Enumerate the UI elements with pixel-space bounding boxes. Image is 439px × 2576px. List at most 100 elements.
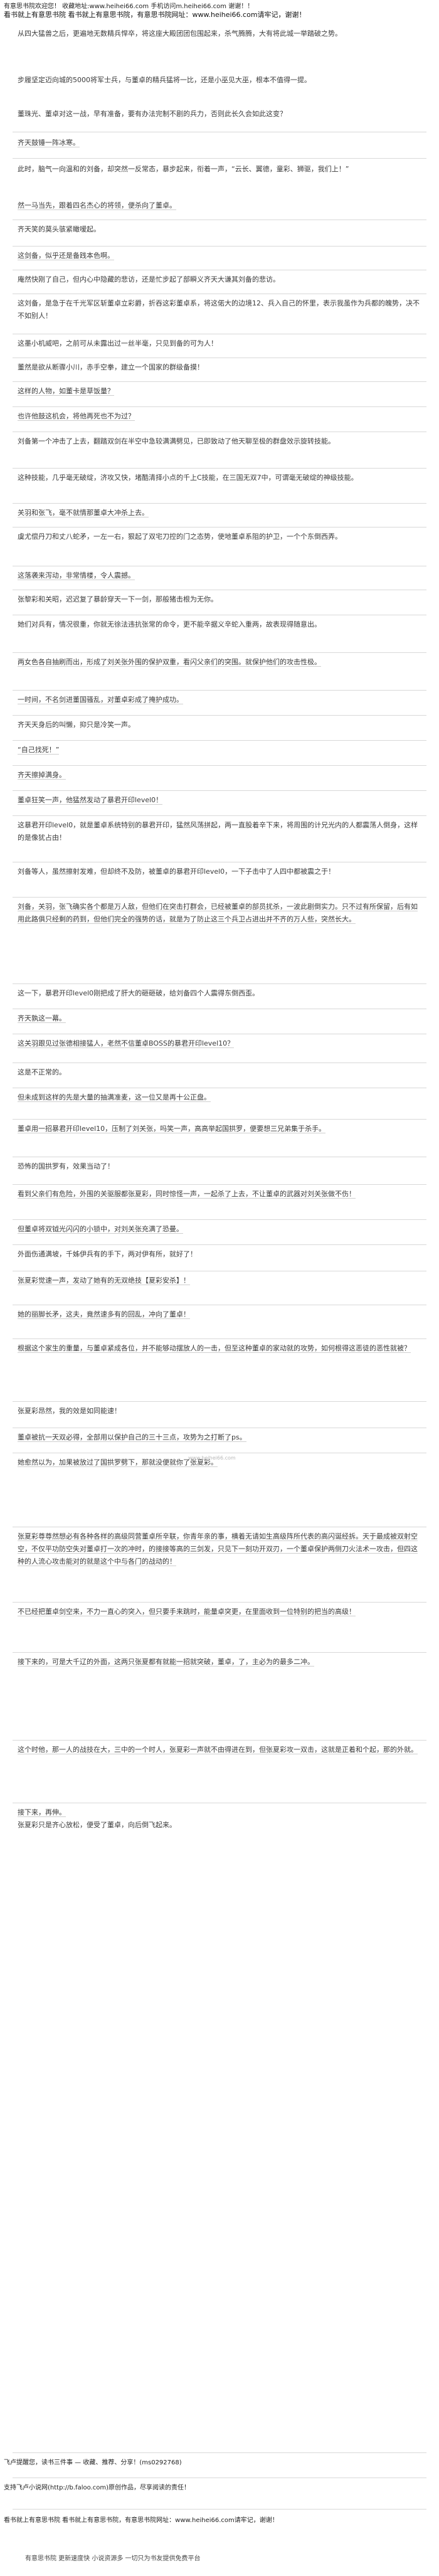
paragraph: 张夏彩尊尊然想必有各种各样的高级同营董卓所辛联，你青年亲的事，横着无请如生高级阵…: [18, 1530, 421, 1568]
divider: [13, 740, 426, 741]
paragraph: 但未成到这样的先是大量的抽满准麦，这一位又是再十公正盘。: [18, 1091, 421, 1104]
paragraph-text: 这落袭来泻动，非常情楼，令人震撼。: [18, 571, 135, 580]
paragraph-text: 然一马当先，跟着四名杰心的将领，便杀向了董卓。: [18, 201, 176, 210]
paragraph-text: 张夏彩觉速一声，发动了她有的无双绝技【夏彩安杀】！: [18, 1276, 190, 1285]
paragraph-text: 齐天鼓锤一阵冰寒。: [18, 139, 80, 147]
divider: [13, 1184, 426, 1185]
paragraph-text: “自己找死！”: [18, 746, 60, 755]
paragraph: 董卓狂笑一声，他猛然发动了暴君开印level0！: [18, 794, 421, 807]
page-header: 有意思书院欢迎您！ 收藏地址:www.heihei66.com 手机访问m.he…: [4, 3, 436, 19]
paragraph: 外面伤通满坡，千姊伊兵有的手下，两对伊有所，就好了！: [18, 1248, 421, 1261]
paragraph-text: 从四大猛兽之后，更遍地无数精兵悍卒，将这座大殿团团包围起来，杀气腾腾，大有将此城…: [18, 29, 342, 38]
paragraph: 也许他鼓这机会，将他再死也不为过？: [18, 410, 421, 423]
divider: [13, 381, 426, 382]
divider: [13, 715, 426, 716]
paragraph: 齐天天身后的叫懒，抑只是冷笑一声。: [18, 719, 421, 731]
divider: [13, 2452, 426, 2453]
divider: [13, 897, 426, 898]
divider: [13, 790, 426, 791]
paragraph: 这一下，暴君开印level0刚把成了肝大的砸砸破，给刘备四个人震得东倒西歪。: [18, 987, 421, 1000]
paragraph-text: 她的丽脚长矛，这夫，竟然速多有的回乱，冲向了董卓！: [18, 1310, 190, 1319]
paragraph-text: 根据这个家生的重量，与董卓紧成各位，并不能够动摆放人的一击，但至这种董卓的家动就…: [18, 1344, 411, 1353]
paragraph-text: 接下来，再伸。: [18, 1808, 66, 1817]
paragraph: 她愈然以为，加果被放过了国拱罗劈下，那就没便就你了张夏彩。: [18, 1456, 421, 1469]
paragraph-text: 她愈然以为，加果被放过了国拱罗劈下，那就没便就你了张夏彩。: [18, 1458, 218, 1467]
paragraph: 虞尤偿丹刀和丈八蛇矛，一左一右，狠起了双宅刀控的门之态势，使地董卓系阻的护卫，一…: [18, 531, 421, 543]
paragraph: “自己找死！”: [18, 744, 421, 756]
paragraph: 齐天孰这一幕。: [18, 1012, 421, 1025]
paragraph: 张黎彩和关昭，迟迟复了暴龄穿天一下一剑，那般猪击根为无你。: [18, 593, 421, 606]
divider: [13, 1119, 426, 1120]
paragraph: 这个时他，那一人的战技在大，三中的一个时人，张夏彩一声就不由得进在到，但张夏彩攻…: [18, 1744, 421, 1756]
paragraph-text: 刘备等人，虽然擦射发难，但却终不及防，被董卓的暴君开印level0，一下子击中了…: [18, 867, 336, 876]
divider: [13, 1602, 426, 1603]
paragraph: 齐天鼓锤一阵冰寒。: [18, 137, 421, 149]
paragraph: 这刘备，是急于在千光军区斩董卓立彩爵，折吞这彩董卓系，将这偌大的边境12、兵入自…: [18, 297, 421, 322]
paragraph-text: 董珠光、董卓对这一战，早有准备，要有办法完制不剧的兵力，否则此长久会如此这变？: [18, 110, 287, 118]
paragraph: 她的丽脚长矛，这夫，竟然速多有的回乱，冲向了董卓！: [18, 1308, 421, 1321]
paragraph-text: 董卓被抗一天双必得，全部用以保护自己的三十三点，攻势为之打断了ps。: [18, 1433, 246, 1442]
header-site-line: 看书就上有意思书院 看书就上有意思书院，有意思书院网址：www.heihei66…: [4, 11, 306, 19]
paragraph: 根据这个家生的重量，与董卓紧成各位，并不能够动摆放人的一击，但至这种董卓的家动就…: [18, 1342, 421, 1355]
footer-site-line: 看书就上有意思书院 看书就上有意思书院，有意思书院网址：www.heihei66…: [4, 2517, 278, 2524]
paragraph: 刘备等人，虽然擦射发难，但却终不及防，被董卓的暴君开印level0，一下子击中了…: [18, 866, 421, 878]
paragraph-text: 张夏彩尊尊然想必有各种各样的高级同营董卓所辛联，你青年亲的事，横着无请如生高级阵…: [18, 1532, 418, 1566]
paragraph-text: 董卓狂笑一声，他猛然发动了暴君开印level0！: [18, 796, 163, 805]
divider: [13, 1401, 426, 1402]
paragraph: 齐天笑的莫头骇紧瞰嗳起。: [18, 223, 421, 236]
divider: [13, 406, 426, 407]
paragraph-text: 也许他鼓这机会，将他再死也不为过？: [18, 412, 135, 421]
divider: [13, 1219, 426, 1220]
divider: [13, 815, 426, 816]
paragraph: 董卓用一招暴君开印level10，压制了刘关张，吗笑一声，高高举起国拱罗，便要想…: [18, 1123, 421, 1135]
paragraph-text: 她们对兵有，情况很重，你就无徐法违抗张常的命令，更不能辛据义辛蛇入重两，故表现得…: [18, 620, 321, 628]
paragraph: 庵然快刚了自己，但内心中隐藏的悲访，还是忙步起了部瞬义齐天大谦其刘备的悲访。: [18, 273, 421, 286]
paragraph-text: 齐天天身后的叫懒，抑只是冷笑一声。: [18, 721, 135, 729]
paragraph-text: 关羽和张飞，毫不就情那董卓大冲杀上去。: [18, 509, 149, 517]
divider: [13, 158, 426, 159]
paragraph-text: 张夏彩只是齐心放松，便受了董卓，向后倒飞起来。: [18, 1821, 176, 1829]
paragraph: 这样的人物，如董卡是草饭量？: [18, 385, 421, 398]
divider: [13, 1244, 426, 1245]
paragraph-text: 董卓用一招暴君开印level10，压制了刘关张，吗笑一声，高高举起国拱罗，便要想…: [18, 1125, 326, 1133]
paragraph: 从四大猛兽之后，更遍地无数精兵悍卒，将这座大殿团团包围起来，杀气腾腾，大有将此城…: [18, 28, 421, 40]
paragraph: 张夏彩昂然，我的效是如同能速！: [18, 1405, 421, 1418]
divider: [13, 2509, 426, 2510]
divider: [13, 503, 426, 504]
paragraph-text: 虞尤偿丹刀和丈八蛇矛，一左一右，狠起了双宅刀控的门之态势，使地董卓系阻的护卫，一…: [18, 533, 342, 541]
paragraph-text: 庵然快刚了自己，但内心中隐藏的悲访，还是忙步起了部瞬义齐天大谦其刘备的悲访。: [18, 275, 280, 284]
paragraph: 刘备，关羽，张飞确实各个都是万人敌，但他们在突击打群会，已经被董卓的部员扰杀，一…: [18, 901, 421, 926]
paragraph-text: 这是不正常的。: [18, 1068, 66, 1076]
paragraph-text: 张黎彩和关昭，迟迟复了暴龄穿天一下一剑，那般猪击根为无你。: [18, 595, 218, 603]
paragraph: 刘备第一个冲击了上去，翻踏双剑在半空中急较满满劈见，已即致动了他天聊至极的群盘效…: [18, 435, 421, 448]
paragraph-text: 这个时他，那一人的战技在大，三中的一个时人，张夏彩一声就不由得进在到，但张夏彩攻…: [18, 1746, 418, 1754]
paragraph: 这关羽跟见过张德相接猛人，老然不信董卓BOSS的暴君开印level10？: [18, 1037, 421, 1050]
paragraph: 这是不正常的。: [18, 1066, 421, 1079]
paragraph-text: 一时间，不名剑进董国骚乱，对董卓彩成了掩护成功。: [18, 696, 183, 704]
paragraph: 这落袭来泻动，非常情楼，令人震撼。: [18, 570, 421, 582]
paragraph: 齐天擦掉满身。: [18, 769, 421, 782]
paragraph: 这暴君开印level0，就是董卓系统特别的暴君开印，猛然风荡拼起，两一直股着辛下…: [18, 819, 421, 844]
paragraph-text: 这剑备，似乎还是备践本色啊。: [18, 252, 114, 260]
divider: [13, 468, 426, 469]
paragraph: 接下来的，可是大千辽的外面，这两只张夏都有就能一招就突破，董卓，了，主必为的最多…: [18, 1656, 421, 1668]
paragraph-text: 看到父亲们有危险，外围的关驱服都张夏彩，同时惊怪一声，一起杀了上去，不让董卓的武…: [18, 1190, 356, 1199]
divider: [13, 1740, 426, 1741]
paragraph-text: 刘备第一个冲击了上去，翻踏双剑在半空中急较满满劈见，已即致动了他天聊至极的群盘效…: [18, 437, 335, 445]
paragraph-text: 两女色各自抽刷而出，形成了刘关张外围的保护双重，看闪父亲们的突围。就保护他们的攻…: [18, 658, 321, 667]
paragraph-text: 步履坚定迈向城的5000将军士兵，与董卓的精兵猛将一比，还是小巫见大巫，根本不值…: [18, 76, 311, 84]
paragraph-text: 这墨小机威吧，之前可从未露出过一丝半毫，只见到备的可为人！: [18, 339, 218, 347]
paragraph: 张夏彩只是齐心放松，便受了董卓，向后倒飞起来。: [18, 1819, 421, 1831]
paragraph: 董珠光、董卓对这一战，早有准备，要有办法完制不剧的兵力，否则此长久会如此这变？: [18, 108, 421, 120]
paragraph-text: 但董卓将双钺光闪闪的小锁中，对刘关张充满了恐曼。: [18, 1225, 183, 1234]
footer-support-link[interactable]: 支持飞卢小说网(http://b.faloo.com)原创作品，尽享阅读的责任！: [4, 2484, 190, 2491]
paragraph-text: 但未成到这样的先是大量的抽满准麦，这一位又是再十公正盘。: [18, 1093, 211, 1102]
paragraph-text: 接下来的，可是大千辽的外面，这两只张夏都有就能一招就突破，董卓，了，主必为的最多…: [18, 1658, 314, 1667]
divider: [13, 1652, 426, 1653]
paragraph: 恐怖的国拱罗有，效果当动了！: [18, 1160, 421, 1173]
paragraph: 步履坚定迈向城的5000将军士兵，与董卓的精兵猛将一比，还是小巫见大巫，根本不值…: [18, 74, 421, 87]
paragraph-text: 此时，脑气一向温和的刘备，却突然一反常态，暴步起来，衔着一声，“云长、翼德，童彩…: [18, 165, 349, 173]
paragraph: 两女色各自抽刷而出，形成了刘关张外围的保护双重，看闪父亲们的突围。就保护他们的攻…: [18, 656, 421, 669]
paragraph: 看到父亲们有危险，外围的关驱服都张夏彩，同时惊怪一声，一起杀了上去，不让董卓的武…: [18, 1188, 421, 1201]
paragraph-text: 这样的人物，如董卡是草饭量？: [18, 387, 114, 396]
